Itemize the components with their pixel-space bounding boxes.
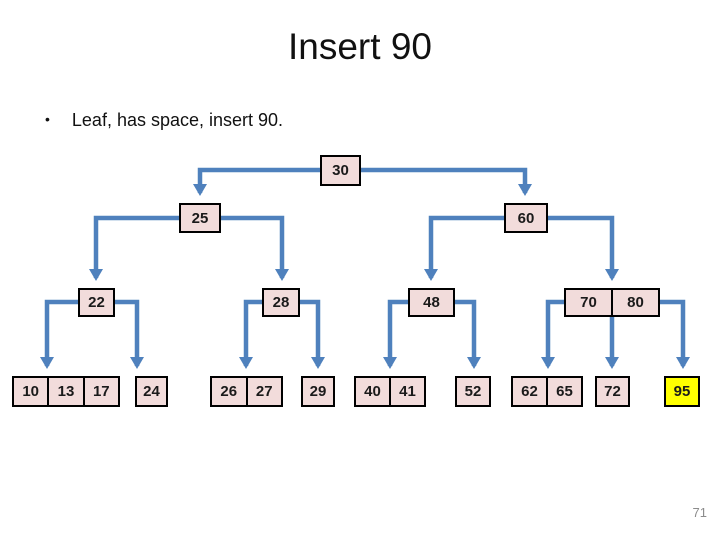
node-key: 80 [611,290,658,315]
bullet-icon: • [45,111,50,127]
tree-node-22: 22 [78,288,115,317]
node-key: 30 [332,162,349,179]
edge-70-80-to-95 [660,299,690,369]
tree-node-48: 48 [408,288,455,317]
edge-48-to-40-41 [383,299,408,369]
node-key: 70 [580,294,597,311]
tree-leaf-95-highlighted: 95 [664,376,700,407]
edge-28-to-26-27 [239,299,262,369]
edge-22-to-24 [115,299,144,369]
slide-title: Insert 90 [288,26,432,67]
node-key: 40 [364,383,381,400]
node-key: 65 [546,378,581,405]
edge-25-to-28 [221,215,289,281]
edge-30-to-60 [361,167,532,196]
tree-node-28: 28 [262,288,300,317]
tree-leaf-29: 29 [301,376,335,407]
node-key: 72 [604,383,621,400]
node-key: 25 [191,209,209,227]
tree-node-30: 30 [320,155,361,186]
node-key: 10 [22,383,39,400]
tree-node-25: 25 [179,203,221,233]
tree-leaf-52: 52 [455,376,491,407]
edge-60-to-70-80 [548,215,619,281]
node-key: 28 [272,294,290,311]
node-key: 13 [47,378,82,405]
node-key: 52 [464,383,482,400]
node-key: 60 [517,209,535,227]
node-key: 62 [521,383,538,400]
edge-30-to-25 [193,167,320,196]
bullet-line: • Leaf, has space, insert 90. [45,110,283,131]
edge-22-to-10-13-17 [40,299,78,369]
edge-60-to-48 [424,215,504,281]
page-number: 71 [692,505,707,520]
tree-leaf-62-65: 62 65 [511,376,583,407]
edge-28-to-29 [300,299,325,369]
tree-leaf-26-27: 26 27 [210,376,283,407]
tree-leaf-72: 72 [595,376,630,407]
node-key: 24 [143,383,160,400]
node-key: 48 [423,294,440,311]
tree-leaf-10-13-17: 10 13 17 [12,376,120,407]
tree-node-70-80: 70 80 [564,288,660,317]
node-key: 22 [88,294,105,311]
bullet-text: Leaf, has space, insert 90. [71,110,284,130]
node-key: 17 [82,378,118,405]
node-key: 26 [220,383,238,400]
node-key: 41 [389,378,424,405]
edge-25-to-22 [89,215,179,281]
node-key: 95 [673,383,691,400]
node-key: 27 [245,378,282,405]
tree-leaf-24: 24 [135,376,168,407]
edge-48-to-52 [455,299,481,369]
edge-70-80-to-62-65 [541,299,564,369]
tree-node-60: 60 [504,203,548,233]
node-key: 29 [309,383,327,400]
tree-leaf-40-41: 40 41 [354,376,426,407]
